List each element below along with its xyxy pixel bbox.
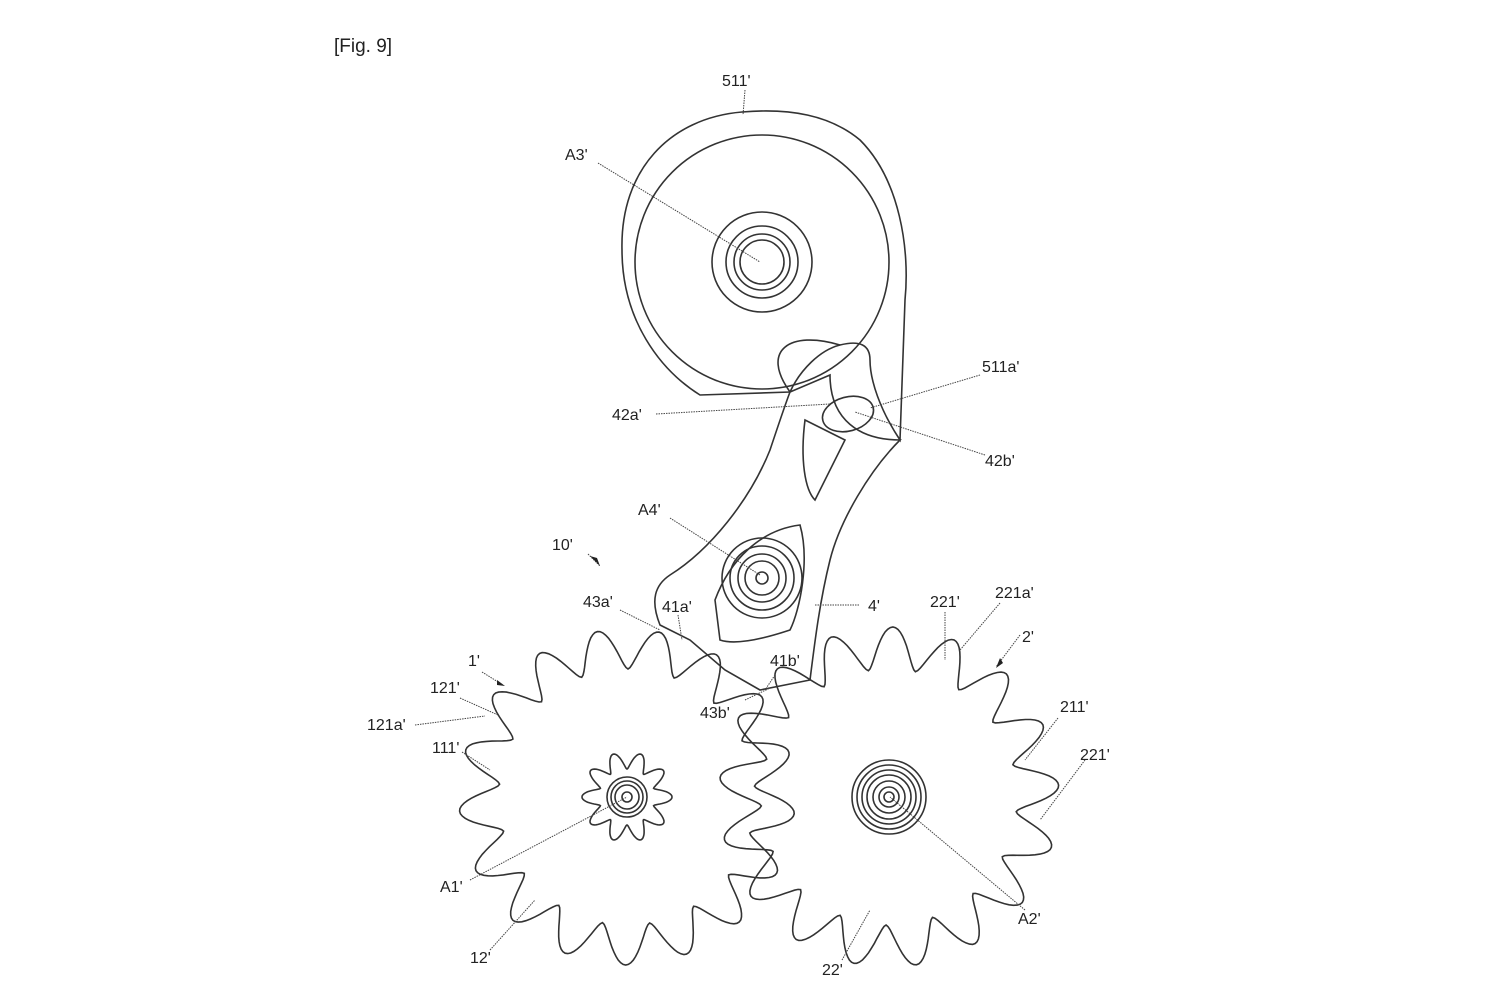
- label-22: 22': [822, 962, 843, 979]
- figure-label: [Fig. 9]: [334, 36, 392, 57]
- label-A3: A3': [565, 147, 588, 164]
- arbor-A2: [856, 764, 922, 830]
- pinion-1: [581, 753, 673, 841]
- leader-lines: [414, 89, 1086, 961]
- lever-4: [654, 373, 902, 691]
- wheel-2: [719, 626, 1060, 966]
- label-42b: 42b': [985, 453, 1015, 470]
- label-121: 121': [430, 680, 460, 697]
- label-42a: 42a': [612, 407, 642, 424]
- label-511: 511': [722, 73, 751, 90]
- reference-labels: 511' A3' 511a' 42a' 42b' A4' 10' 43a' 41…: [367, 73, 1110, 979]
- label-2: 2': [1022, 629, 1034, 646]
- label-4: 4': [868, 598, 880, 615]
- arbor-A1: [606, 776, 648, 818]
- label-1: 1': [468, 653, 480, 670]
- label-211: 211': [1060, 699, 1089, 716]
- arbor-A1: [614, 784, 640, 810]
- label-221-right: 221': [1080, 747, 1110, 764]
- label-A1: A1': [440, 879, 463, 896]
- arbor-A2: [878, 786, 900, 808]
- cam-wheel-511: [621, 110, 907, 443]
- arbor-A2: [851, 759, 927, 835]
- label-511a: 511a': [982, 359, 1019, 376]
- arbor-A2: [883, 791, 895, 803]
- label-121a: 121a': [367, 717, 406, 734]
- wheel-1: [458, 630, 796, 966]
- label-41a: 41a': [662, 599, 692, 616]
- arbor-A1: [610, 780, 644, 814]
- label-43a: 43a': [583, 594, 613, 611]
- label-A4: A4': [638, 502, 661, 519]
- label-41b: 41b': [770, 653, 800, 670]
- label-10: 10': [552, 537, 573, 554]
- label-111: 111': [432, 740, 459, 757]
- label-221a: 221a': [995, 585, 1034, 602]
- label-A2: A2': [1018, 911, 1041, 928]
- arbor-A1: [621, 791, 633, 803]
- label-43b: 43b': [700, 705, 730, 722]
- arbor-A2: [861, 769, 917, 825]
- label-12: 12': [470, 950, 491, 967]
- arbor-A2: [872, 780, 906, 814]
- label-221-top: 221': [930, 594, 960, 611]
- arbor-A2: [866, 774, 912, 820]
